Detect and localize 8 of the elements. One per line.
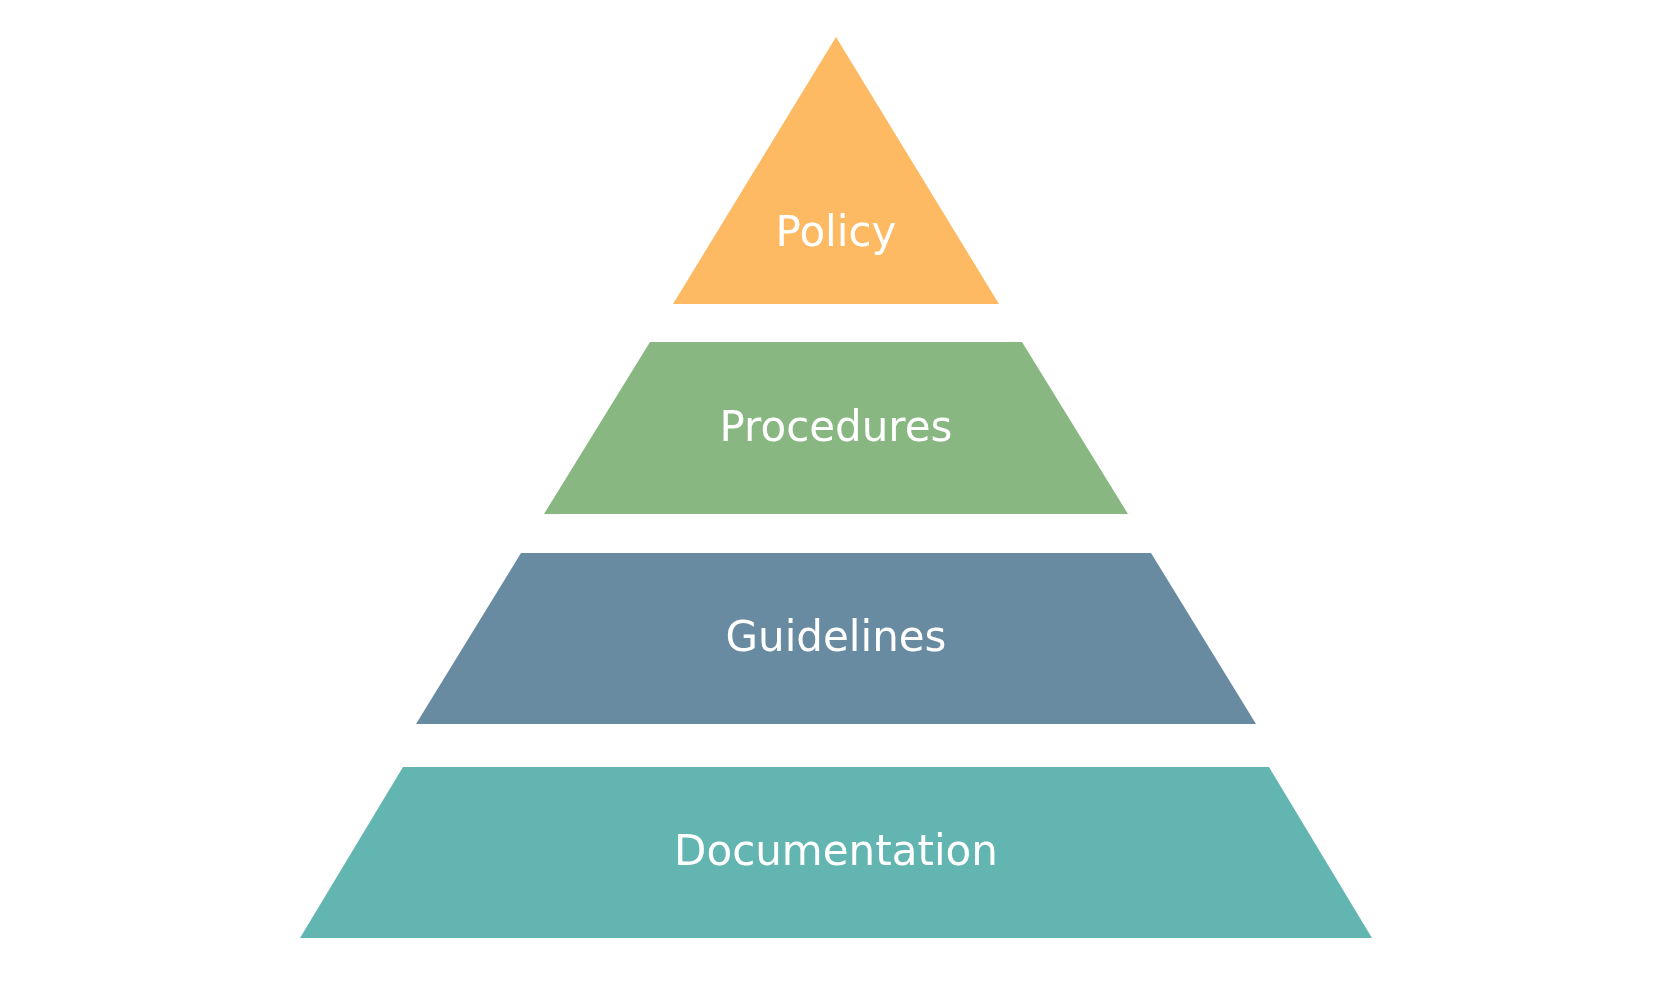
tier-label: Documentation: [673, 826, 999, 877]
tier-label: Procedures: [718, 402, 954, 453]
pyramid-tier: [544, 342, 1128, 514]
pyramid-tier: [300, 767, 1372, 938]
tier-label: Policy: [774, 207, 898, 258]
pyramid-tier: [673, 37, 999, 304]
tier-label: Guidelines: [724, 612, 948, 663]
pyramid-tier: [416, 553, 1256, 724]
